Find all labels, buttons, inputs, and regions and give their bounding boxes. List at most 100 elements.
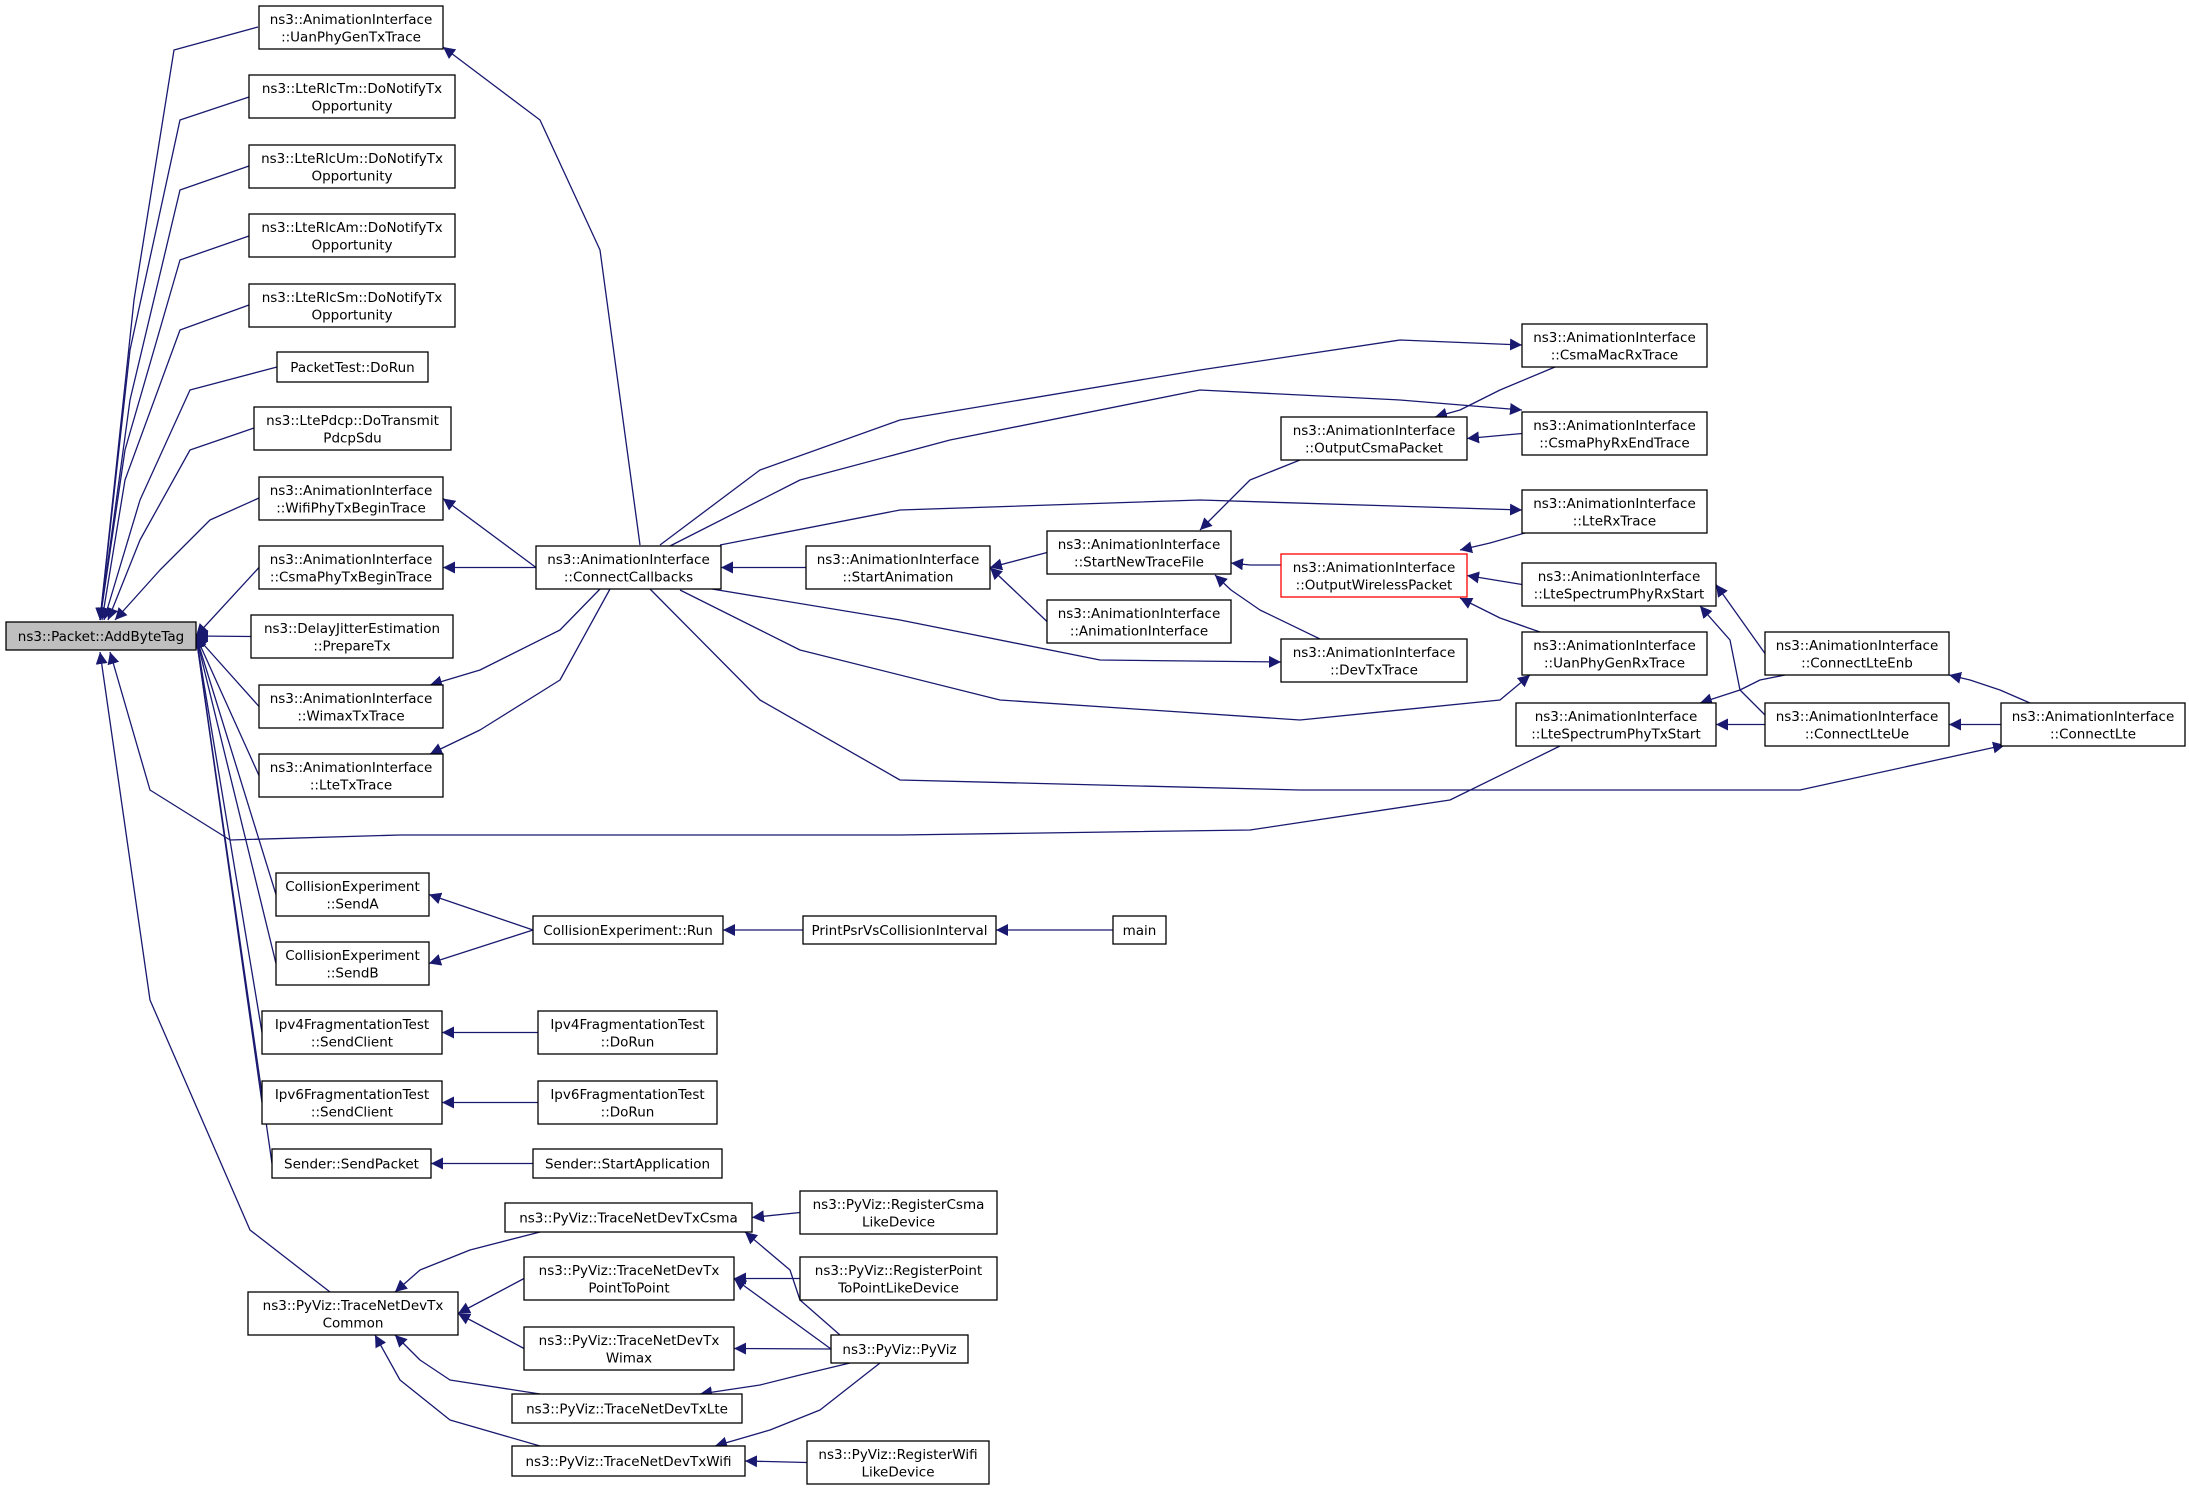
node-startapplication[interactable]: Sender::StartApplication — [532, 1148, 723, 1179]
node-box — [511, 1445, 746, 1477]
node-wimaxtx[interactable]: ns3::AnimationInterface::WimaxTxTrace — [258, 684, 444, 729]
node-box — [258, 476, 444, 521]
node-label: ns3::PyViz::PyViz — [842, 1342, 956, 1358]
node-box — [261, 1080, 443, 1125]
edge-collisionsenda-to-root — [193, 635, 277, 895]
edge-ltespecrx-to-outputwireless — [1466, 571, 1523, 586]
node-label: ns3::AnimationInterface — [1533, 330, 1696, 346]
node-label: Ipv4FragmentationTest — [550, 1017, 704, 1033]
node-label: ::LteSpectrumPhyRxStart — [1534, 586, 1705, 602]
node-box — [248, 144, 456, 189]
node-label: ::UanPhyGenTxTrace — [281, 29, 421, 45]
node-label: ns3::AnimationInterface — [270, 552, 433, 568]
node-connectlteue[interactable]: ns3::AnimationInterface::ConnectLteUe — [1764, 702, 1950, 747]
node-label: PrintPsrVsCollisionInterval — [811, 923, 987, 939]
node-label: Common — [323, 1315, 384, 1331]
node-packettest[interactable]: PacketTest::DoRun — [276, 351, 429, 383]
node-main[interactable]: main — [1112, 915, 1167, 945]
edge-wimaxtx-to-root — [195, 635, 260, 707]
node-ipv6sendclient[interactable]: Ipv6FragmentationTest::SendClient — [261, 1080, 443, 1125]
node-csmaphyrxend[interactable]: ns3::AnimationInterface::CsmaPhyRxEndTra… — [1521, 411, 1708, 456]
node-collisionsenda[interactable]: CollisionExperiment::SendA — [275, 872, 430, 917]
edge-startnewtracefile-to-startanimation — [989, 551, 1048, 571]
edge-lterlcsm-to-root — [98, 304, 250, 621]
node-label: ns3::PyViz::TraceNetDevTxWifi — [525, 1454, 731, 1470]
node-outputwireless[interactable]: ns3::AnimationInterface::OutputWirelessP… — [1280, 553, 1468, 598]
node-csmamacrx[interactable]: ns3::AnimationInterface::CsmaMacRxTrace — [1521, 323, 1708, 368]
node-box — [2000, 702, 2186, 747]
node-ipv4dorun[interactable]: Ipv4FragmentationTest::DoRun — [537, 1010, 718, 1055]
node-ltespecrx[interactable]: ns3::AnimationInterface::LteSpectrumPhyR… — [1521, 562, 1717, 607]
node-box — [1046, 599, 1232, 644]
edge-tracewifi-to-tracecommon — [374, 1334, 541, 1447]
node-registerp2p[interactable]: ns3::PyViz::RegisterPointToPointLikeDevi… — [799, 1256, 998, 1301]
edge-tracelte-to-tracecommon — [394, 1334, 541, 1395]
node-collisionrun[interactable]: CollisionExperiment::Run — [532, 915, 724, 945]
node-label: ns3::Packet::AddByteTag — [18, 629, 184, 645]
edge-uanphygentx-to-root — [95, 26, 259, 621]
node-label: ::CsmaPhyRxEndTrace — [1539, 435, 1690, 451]
node-tracelte[interactable]: ns3::PyViz::TraceNetDevTxLte — [511, 1393, 743, 1424]
node-connectlte[interactable]: ns3::AnimationInterface::ConnectLte — [2000, 702, 2186, 747]
edge-connectcallbacks-to-ltetx — [429, 588, 611, 755]
node-uanphygentx[interactable]: ns3::AnimationInterface::UanPhyGenTxTrac… — [258, 5, 444, 50]
node-delayjitter[interactable]: ns3::DelayJitterEstimation::PrepareTx — [250, 614, 454, 659]
node-box — [250, 614, 454, 659]
node-label: LikeDevice — [862, 1214, 935, 1230]
edge-csmaphyrxend-to-outputcsma — [1466, 431, 1523, 444]
edge-ltepdcp-to-root — [106, 427, 255, 621]
edge-collisionsendb-to-root — [193, 635, 277, 964]
node-label: ns3::PyViz::TraceNetDevTx — [539, 1263, 720, 1279]
node-outputcsma[interactable]: ns3::AnimationInterface::OutputCsmaPacke… — [1280, 416, 1468, 461]
node-label: ::DevTxTrace — [1330, 662, 1418, 678]
node-lterx[interactable]: ns3::AnimationInterface::LteRxTrace — [1521, 489, 1708, 534]
node-pyviz[interactable]: ns3::PyViz::PyViz — [830, 1334, 969, 1364]
node-label: ::ConnectCallbacks — [564, 569, 693, 585]
node-box — [830, 1334, 969, 1364]
node-ipv6dorun[interactable]: Ipv6FragmentationTest::DoRun — [537, 1080, 718, 1125]
node-ltetx[interactable]: ns3::AnimationInterface::LteTxTrace — [258, 753, 444, 798]
node-wifiphytxbegin[interactable]: ns3::AnimationInterface::WifiPhyTxBeginT… — [258, 476, 444, 521]
node-box — [1521, 562, 1717, 607]
node-animinterface[interactable]: ns3::AnimationInterface::AnimationInterf… — [1046, 599, 1232, 644]
node-tracewifi[interactable]: ns3::PyViz::TraceNetDevTxWifi — [511, 1445, 746, 1477]
node-sendpacket[interactable]: Sender::SendPacket — [271, 1148, 432, 1179]
node-root[interactable]: ns3::Packet::AddByteTag — [5, 621, 197, 651]
edge-lterlcum-to-root — [95, 165, 250, 621]
node-tracecsma[interactable]: ns3::PyViz::TraceNetDevTxCsma — [504, 1202, 753, 1233]
edge-csmamacrx-to-outputcsma — [1434, 366, 1556, 420]
node-label: main — [1123, 923, 1157, 939]
node-label: ns3::LteRlcSm::DoNotifyTx — [262, 290, 443, 306]
node-startnewtracefile[interactable]: ns3::AnimationInterface::StartNewTraceFi… — [1046, 530, 1232, 575]
node-uanphygenrx[interactable]: ns3::AnimationInterface::UanPhyGenRxTrac… — [1521, 631, 1708, 676]
node-label: ns3::AnimationInterface — [1535, 709, 1698, 725]
node-box — [258, 545, 444, 590]
node-connectlteenb[interactable]: ns3::AnimationInterface::ConnectLteEnb — [1764, 631, 1950, 676]
node-collisionsendb[interactable]: CollisionExperiment::SendB — [275, 941, 430, 986]
node-label: ::CsmaPhyTxBeginTrace — [270, 569, 432, 585]
node-label: CollisionExperiment — [285, 948, 420, 964]
node-label: ns3::LteRlcTm::DoNotifyTx — [262, 81, 442, 97]
node-csmaphytxbegin[interactable]: ns3::AnimationInterface::CsmaPhyTxBeginT… — [258, 545, 444, 590]
node-startanimation[interactable]: ns3::AnimationInterface::StartAnimation — [805, 545, 991, 590]
node-ltespectx[interactable]: ns3::AnimationInterface::LteSpectrumPhyT… — [1515, 702, 1717, 747]
node-label: ::SendB — [326, 965, 378, 981]
node-ipv4sendclient[interactable]: Ipv4FragmentationTest::SendClient — [261, 1010, 443, 1055]
node-box — [537, 1010, 718, 1055]
node-label: ::PrepareTx — [313, 638, 390, 654]
node-printpsr[interactable]: PrintPsrVsCollisionInterval — [802, 915, 997, 945]
node-label: ns3::LteRlcUm::DoNotifyTx — [261, 151, 443, 167]
edge-collisionrun-to-collisionsenda — [428, 892, 534, 931]
node-connectcallbacks[interactable]: ns3::AnimationInterface::ConnectCallback… — [535, 545, 722, 590]
node-devtx[interactable]: ns3::AnimationInterface::DevTxTrace — [1280, 638, 1468, 683]
